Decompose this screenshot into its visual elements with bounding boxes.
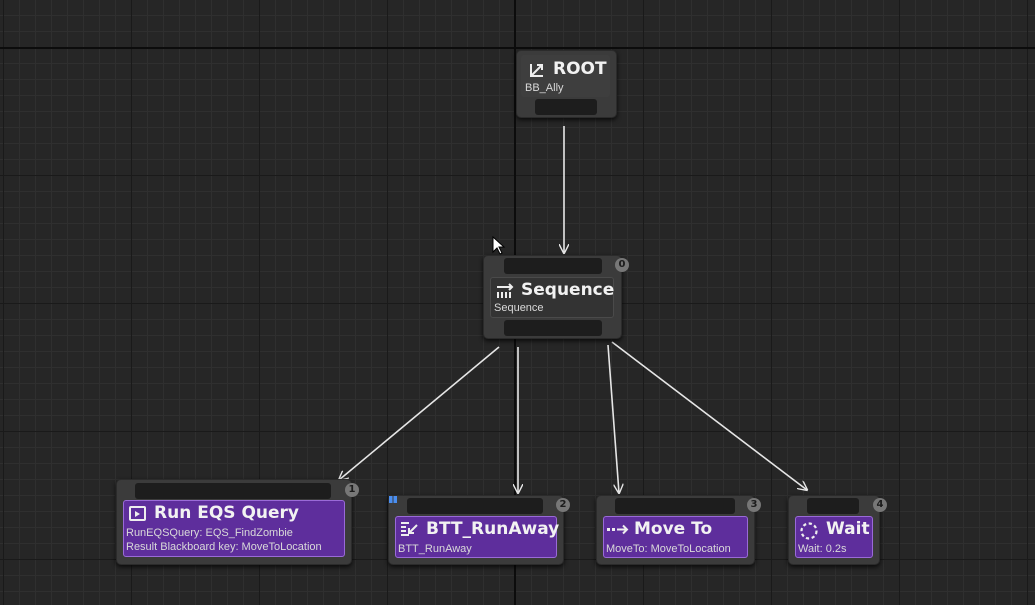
sequence-input-pin[interactable] [504,258,602,274]
run-eqs-query-body [123,500,345,557]
mouse-cursor-icon [492,236,506,255]
wait-title: Wait [826,519,870,539]
wait-node[interactable]: 4 Wait Wait: 0.2s [788,495,887,565]
wait-input-pin[interactable] [807,498,859,514]
move-to-input-pin[interactable] [615,498,735,514]
wait-icon [800,522,818,540]
sequence-title: Sequence [521,280,615,300]
btt-runaway-node[interactable]: 2 BTT_RunAway BTT_RunAway [388,495,570,565]
root-icon [530,64,543,77]
move-to-body [603,516,748,558]
task-icon [401,522,418,536]
move-to-node[interactable]: 3 Move To MoveTo: MoveToLocation [596,495,761,565]
btt-runaway-title: BTT_RunAway [426,519,560,539]
graph-origin-horizontal-line [0,47,1035,49]
run-eqs-query-input-pin[interactable] [135,483,331,499]
sequence-subtitle: Sequence [494,302,544,314]
move-to-title: Move To [634,519,713,539]
root-subtitle: BB_Ally [525,82,564,94]
blueprint-marker-icon [389,496,397,503]
move-to-execution-index: 3 [747,498,761,512]
run-eqs-query-title: Run EQS Query [154,503,299,523]
edge-sequence-to-run-eqs [339,346,500,480]
root-title: ROOT [553,59,607,79]
run-eqs-query-execution-index: 1 [345,483,359,497]
btt-runaway-body [395,516,557,558]
edge-sequence-to-wait [611,341,807,490]
root-output-pin[interactable] [535,99,597,115]
move-to-icon [607,524,629,535]
sequence-icon [497,283,514,298]
eqs-icon [129,506,146,521]
move-to-subtitle: MoveTo: MoveToLocation [606,543,731,555]
btt-runaway-input-pin[interactable] [407,498,543,514]
sequence-execution-index: 0 [615,258,629,272]
wait-execution-index: 4 [873,498,887,512]
sequence-node[interactable]: 0 Sequence Sequence [483,255,629,339]
run-eqs-query-node[interactable]: 1 Run EQS Query RunEQSQuery: EQS_FindZom… [116,479,359,565]
run-eqs-query-query-line: RunEQSQuery: EQS_FindZombie [126,527,293,539]
edge-sequence-to-move-to [607,344,619,493]
sequence-output-pin[interactable] [504,320,602,336]
btt-runaway-subtitle: BTT_RunAway [398,543,472,555]
root-node[interactable]: ROOT BB_Ally [516,50,617,118]
wait-subtitle: Wait: 0.2s [798,543,847,555]
wait-body [795,516,873,558]
btt-runaway-execution-index: 2 [556,498,570,512]
run-eqs-query-blackboard-line: Result Blackboard key: MoveToLocation [126,541,322,553]
